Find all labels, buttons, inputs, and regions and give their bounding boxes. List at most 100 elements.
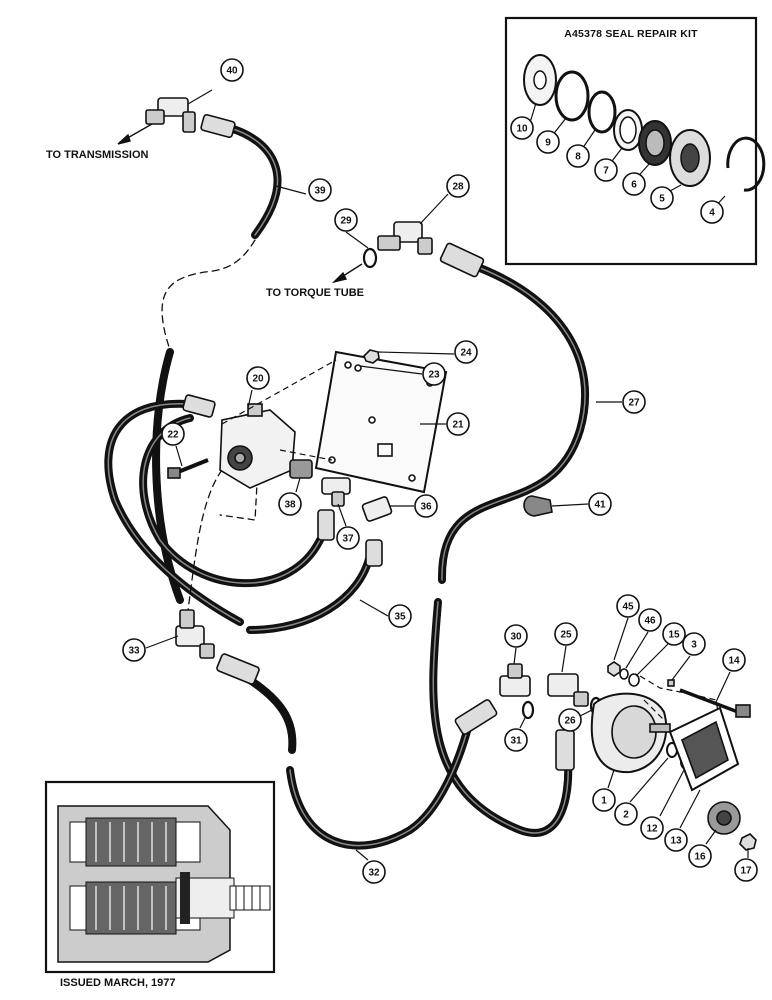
callout-number: 12 [646,824,658,835]
callout-leader-14 [715,671,731,703]
callout-leader-24 [377,351,455,355]
callout-21: 21 [446,412,470,436]
callout-10: 10 [510,116,534,140]
callout-number: 5 [659,194,665,205]
callout-39: 39 [308,178,332,202]
callout-leader-12 [659,769,685,817]
callout-leader-29 [345,231,369,249]
callout-3: 3 [682,632,706,656]
issued-date: ISSUED MARCH, 1977 [60,977,176,989]
callout-5: 5 [650,186,674,210]
callout-number: 10 [516,124,528,135]
callout-leader-46 [625,631,649,669]
callout-number: 8 [575,152,581,163]
callout-leader-2 [629,757,669,803]
callout-45: 45 [616,594,640,618]
callout-leader-16 [705,829,717,845]
callout-33: 33 [122,638,146,662]
seal-kit-title: A45378 SEAL REPAIR KIT [564,28,698,40]
callout-17: 17 [734,858,758,882]
callout-number: 17 [740,866,752,877]
callout-13: 13 [664,828,688,852]
callout-number: 25 [560,630,572,641]
callout-leader-20 [247,389,253,409]
callout-28: 28 [446,174,470,198]
callout-leader-38 [295,477,301,493]
callout-leader-22 [175,445,183,467]
callout-number: 1 [601,796,607,807]
callout-38: 38 [278,492,302,516]
callout-number: 24 [460,348,472,359]
callout-leader-25 [561,645,567,673]
fittings [145,97,757,851]
pump-cutaway-box [44,780,276,974]
callout-15: 15 [662,622,686,646]
callout-leader-33 [145,635,179,649]
callout-6: 6 [622,172,646,196]
callout-leader-1 [607,769,615,789]
callout-number: 35 [394,612,406,623]
callout-36: 36 [414,494,438,518]
callout-12: 12 [640,816,664,840]
callout-number: 38 [284,500,296,511]
callout-number: 40 [226,66,238,77]
callout-number: 9 [545,138,551,149]
callout-41: 41 [588,492,612,516]
callout-37: 37 [336,526,360,550]
callout-23: 23 [422,362,446,386]
callout-29: 29 [334,208,358,232]
callout-number: 41 [594,500,606,511]
callout-26: 26 [558,708,582,732]
callout-31: 31 [504,728,528,752]
callout-32: 32 [362,860,386,884]
callout-leader-23 [359,365,423,375]
callout-number: 13 [670,836,682,847]
callout-22: 22 [161,422,185,446]
callout-14: 14 [722,648,746,672]
assembly-lines [221,359,719,721]
callout-9: 9 [536,130,560,154]
callout-number: 39 [314,186,326,197]
callout-number: 23 [428,370,440,381]
callout-number: 32 [368,868,380,879]
callout-leader-31 [519,715,527,729]
callout-number: 20 [252,374,264,385]
callout-number: 33 [128,646,140,657]
callout-number: 37 [342,534,354,545]
callout-7: 7 [594,158,618,182]
callout-number: 31 [510,736,522,747]
callout-27: 27 [622,390,646,414]
callout-number: 4 [709,208,715,219]
callout-20: 20 [246,366,270,390]
callout-number: 6 [631,180,637,191]
callout-24: 24 [454,340,478,364]
callout-number: 2 [623,810,629,821]
callout-leader-3 [671,655,691,681]
callout-leader-37 [337,503,347,527]
callout-number: 21 [452,420,464,431]
callout-number: 14 [728,656,740,667]
callout-leader-32 [355,849,369,861]
callout-25: 25 [554,622,578,646]
callout-number: 7 [603,166,609,177]
seal-repair-kit-box: A45378 SEAL REPAIR KIT [504,16,766,266]
callout-number: 26 [564,716,576,727]
callout-number: 3 [691,640,697,651]
callout-leader-45 [613,617,629,661]
callout-number: 27 [628,398,640,409]
callout-8: 8 [566,144,590,168]
callout-leader-40 [187,89,213,105]
callout-leader-35 [359,599,389,617]
to-torque-tube-label: TO TORQUE TUBE [266,287,364,299]
callout-number: 15 [668,630,680,641]
direction-arrows [117,123,363,284]
callout-number: 45 [622,602,634,613]
callout-number: 36 [420,502,432,513]
callout-leader-15 [635,643,669,677]
callout-leader-26 [579,709,593,717]
to-transmission-label: TO TRANSMISSION [46,149,149,161]
callout-35: 35 [388,604,412,628]
callout-leader-30 [513,647,517,665]
callout-40: 40 [220,58,244,82]
